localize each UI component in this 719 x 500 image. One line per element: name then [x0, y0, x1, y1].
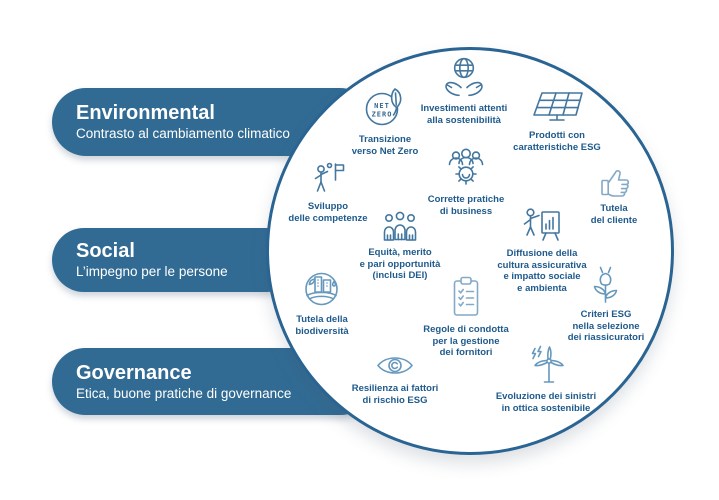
solar-panel-icon — [528, 90, 586, 126]
esg-item-label: Diffusione della cultura assicurativa e … — [497, 248, 587, 294]
globe-city-icon — [301, 268, 343, 310]
thumbs-up-icon — [596, 163, 632, 199]
gear-people-icon — [443, 148, 489, 190]
esg-item-label: Transizione verso Net Zero — [351, 134, 419, 157]
pill-governance-title: Governance — [76, 361, 192, 384]
esg-item-regole-condotta: Regole di condotta per la gestione dei f… — [401, 274, 531, 359]
pill-environmental-title: Environmental — [76, 102, 215, 124]
esg-item-evoluzione-sinistri: Evoluzione dei sinistri in ottica sosten… — [481, 343, 611, 414]
eye-icon — [375, 352, 415, 379]
esg-item-equita-dei: Equità, merito e pari opportunità (inclu… — [335, 209, 465, 282]
esg-item-label: Equità, merito e pari opportunità (inclu… — [359, 247, 441, 281]
esg-item-label: Investimenti attenti alla sostenibilità — [420, 103, 508, 126]
esg-item-corrette-pratiche: Corrette pratiche di business — [401, 148, 531, 217]
esg-item-tutela-cliente: Tutela del cliente — [549, 163, 679, 226]
esg-item-label: Regole di condotta per la gestione dei f… — [423, 324, 509, 358]
pill-social-title: Social — [76, 240, 135, 262]
net-zero-text-line1: NET — [374, 102, 390, 110]
esg-item-label: Tutela della biodiversità — [295, 314, 349, 337]
esg-item-resilienza-rischio-esg: Resilienza ai fattori di rischio ESG — [330, 352, 460, 406]
esg-item-diffusione-cultura: Diffusione della cultura assicurativa e … — [477, 206, 607, 294]
esg-item-sviluppo-competenze: Sviluppo delle competenze — [263, 161, 393, 224]
esg-item-criteri-esg-riassicuratori: Criteri ESG nella selezione dei riassicu… — [541, 263, 671, 344]
net-zero-text-line2: ZERO — [372, 111, 393, 119]
esg-item-label: Prodotti con caratteristiche ESG — [513, 130, 601, 153]
esg-item-transizione-net-zero: NET ZERO Transizione verso Net Zero — [320, 84, 450, 157]
esg-item-label: Criteri ESG nella selezione dei riassicu… — [567, 309, 645, 343]
esg-circle — [266, 47, 674, 455]
pill-social: Social L’impegno per le persone — [52, 228, 298, 292]
esg-item-label: Corrette pratiche di business — [427, 194, 505, 217]
clipboard-check-icon — [448, 274, 484, 320]
pill-governance-subtitle: Etica, buone pratiche di governance — [76, 385, 292, 401]
pill-environmental-subtitle: Contrasto al cambiamento climatico — [76, 126, 290, 141]
esg-item-label: Resilienza ai fattori di rischio ESG — [351, 383, 439, 406]
esg-item-label: Sviluppo delle competenze — [288, 201, 368, 224]
esg-item-tutela-biodiversita: Tutela della biodiversità — [257, 268, 387, 337]
esg-item-investimenti-sostenibilita: Investimenti attenti alla sostenibilità — [399, 55, 529, 126]
plant-plug-icon — [588, 263, 624, 305]
pill-social-subtitle: L’impegno per le persone — [76, 264, 228, 279]
esg-item-prodotti-esg: Prodotti con caratteristiche ESG — [492, 90, 622, 153]
wind-turbine-icon — [526, 343, 566, 387]
net-zero-icon: NET ZERO — [363, 84, 407, 130]
person-flag-icon — [310, 161, 346, 197]
hands-globe-icon — [441, 55, 487, 99]
esg-item-label: Evoluzione dei sinistri in ottica sosten… — [495, 391, 597, 414]
esg-item-label: Tutela del cliente — [590, 203, 638, 226]
presenter-chart-icon — [520, 206, 564, 244]
people-group-icon — [379, 209, 421, 243]
